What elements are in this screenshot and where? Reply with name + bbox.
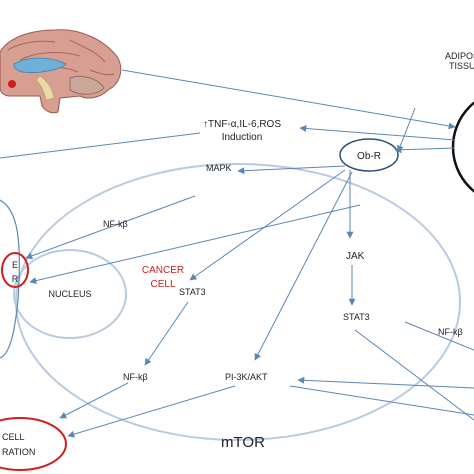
stat3-inner-label: STAT3: [179, 287, 206, 297]
nfkb-top-label: NF-kβ: [103, 219, 128, 229]
brain-icon: [0, 29, 122, 114]
ob-r-label: Ob-R: [357, 151, 381, 162]
nfkb-bottom-label: NF-kβ: [123, 372, 148, 382]
nucleus-label: NUCLEUS: [48, 289, 91, 299]
adipose-tissue-circle: [451, 101, 474, 193]
arrows: [0, 69, 474, 438]
cell-proliferation-label-1: CELL: [2, 432, 25, 442]
cell-membrane: [15, 163, 461, 441]
mapk-label: MAPK: [206, 163, 232, 173]
induction-label-2: Induction: [222, 132, 263, 143]
cancer-cell-label-2: CELL: [150, 279, 175, 290]
adipose-label-2: TISSUE: [449, 61, 474, 71]
pi3k-akt-label: PI-3K/AKT: [225, 372, 268, 382]
er-label-e: E: [12, 260, 18, 270]
mtor-label: mTOR: [221, 434, 265, 451]
jak-label: JAK: [346, 251, 365, 262]
ob-r-receptor: [339, 138, 399, 172]
induction-label-1: ↑TNF-α,IL-6,ROS: [203, 119, 281, 130]
cell-proliferation-circle: [0, 417, 67, 471]
er-label-r: R: [12, 274, 19, 284]
adipose-label-1: ADIPOS: [445, 51, 474, 61]
cell-proliferation-label-2: RATION: [2, 447, 35, 457]
er-membrane: [0, 199, 20, 359]
cancer-cell-label-1: CANCER: [142, 265, 184, 276]
nucleus-membrane: [13, 249, 127, 339]
nfkb-right-label: NF-kβ: [438, 327, 463, 337]
stat3-right-label: STAT3: [343, 312, 370, 322]
er-highlight: [1, 252, 29, 288]
